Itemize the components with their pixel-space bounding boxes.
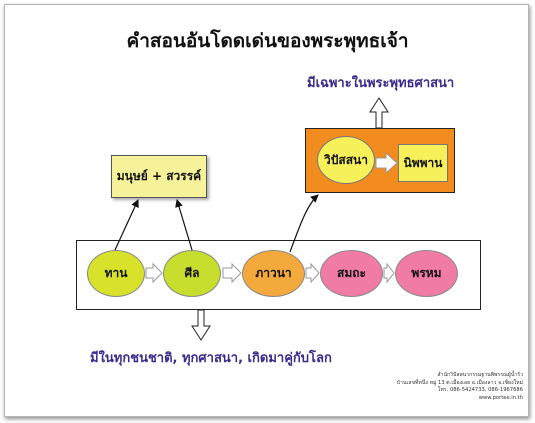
arrow-bhavana-vipassana (289, 194, 319, 253)
note-buddhism-only: มีเฉพาะในพระพุทธศาสนา (307, 76, 455, 91)
credit-line-2: บ้านเลขที่หนึ่ง หมู่ 13 ต.เมืองเลย อ.เมื… (396, 379, 523, 386)
note-all-religions: มีในทุกชนชาติ, ทุกศาสนา, เกิดมาคู่กับโลก (90, 351, 332, 366)
step-samatha: สมถะ (320, 250, 383, 297)
step-bhavana: ภาวนา (242, 250, 305, 297)
credit-line-1: สำนักวิปัสสนากรรมฐานพิพรรณผู้น้ำรัว (437, 372, 523, 378)
arrow-down-hollow (191, 309, 211, 341)
chevron-bhavana-samatha (305, 262, 320, 284)
chevron-dana-sila (145, 262, 163, 284)
nibbana-box: นิพพาน (398, 144, 448, 182)
arrow-dana-human (114, 199, 139, 251)
chevron-vipassana-nibbana (375, 151, 398, 175)
slide-frame (4, 4, 529, 417)
credit-line-4: www.portee.in.th (478, 394, 523, 401)
chevron-samatha-brahma (383, 262, 395, 284)
human-heaven-box: มนุษย์ + สวรรค์ (111, 155, 207, 198)
credit-line-3: โทร. 086-5424733, 086-1967686 (437, 387, 523, 393)
page-title: คำสอนอันโดดเด่นของพระพุทธเจ้า (126, 30, 409, 52)
chevron-arrows (145, 151, 398, 284)
step-brahma: พรหม (395, 250, 458, 297)
arrow-sila-human (175, 199, 193, 251)
vipassana-ellipse: วิปัสสนา (317, 136, 375, 184)
step-dana: ทาน (87, 250, 145, 297)
credit-block: สำนักวิปัสสนากรรมฐานพิพรรณผู้น้ำรัว บ้าน… (385, 372, 523, 402)
chevron-sila-bhavana (222, 262, 242, 284)
step-sila: ศีล (163, 250, 221, 297)
arrow-up-hollow (369, 97, 389, 129)
